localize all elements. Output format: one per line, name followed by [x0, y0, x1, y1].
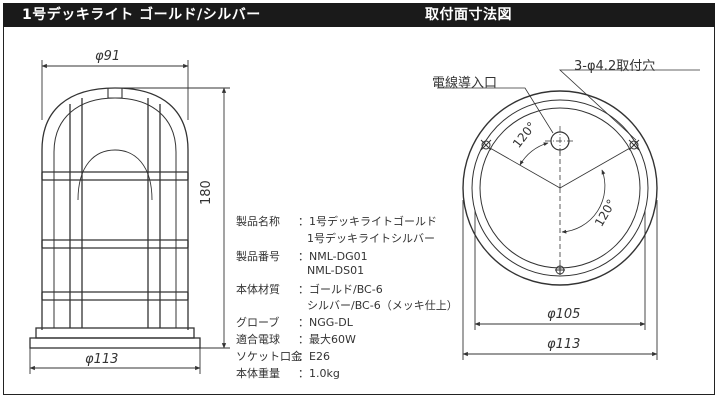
- base-lower: [29, 337, 201, 349]
- mounting-diagram-title: 取付面寸法図: [425, 7, 512, 23]
- mount-view: [437, 69, 700, 286]
- outer-diameter-label: φ113: [547, 337, 581, 352]
- spec-label-bulb: 適合電球: [236, 333, 280, 346]
- glass-globe: [53, 97, 177, 328]
- spec-value-weight: ：1.0kg: [298, 367, 340, 380]
- cage-ring: [41, 171, 189, 181]
- spec-value-name-2: 1号デッキライトシルバー: [307, 232, 435, 245]
- angle-arc: [561, 169, 606, 234]
- dim-height-label: 180: [199, 180, 214, 205]
- dim-top-diameter: [41, 60, 189, 120]
- top-cap: [107, 88, 123, 99]
- bulb-arc: [77, 149, 116, 201]
- leader-mount-holes: [558, 69, 700, 141]
- mount-hole: [628, 139, 640, 151]
- bulb-arc: [114, 149, 153, 201]
- dim-outer-diameter: [462, 200, 658, 360]
- spec-label-material: 本体材質: [236, 283, 280, 296]
- product-title: 1号デッキライト ゴールド/シルバー: [22, 7, 261, 23]
- center-line: [559, 147, 631, 189]
- leader-cable-inlet: [437, 87, 554, 134]
- angle-arc: [519, 142, 549, 166]
- center-line: [489, 147, 561, 189]
- dim-base-diameter: [29, 348, 201, 374]
- spec-value-name-1: ：1号デッキライトゴールド: [298, 215, 437, 228]
- mount-hole: [555, 265, 565, 275]
- dim-top-diameter-label: φ91: [95, 49, 121, 64]
- cage-ring: [41, 291, 189, 301]
- mount-holes-label: 3-φ4.2取付穴: [574, 59, 656, 74]
- cage-outer: [41, 87, 189, 330]
- spec-label-name: 製品名称: [236, 215, 280, 228]
- inner-diameter-label: φ105: [547, 307, 581, 322]
- spec-value-material-2: シルバー/BC-6（メッキ仕上）: [307, 299, 458, 312]
- spec-label-globe: グローブ: [236, 316, 280, 329]
- side-view: [29, 87, 201, 349]
- base-upper: [35, 327, 195, 339]
- dim-inner-diameter: [474, 210, 646, 330]
- rim-ring: [471, 99, 649, 277]
- mount-hole: [480, 139, 492, 151]
- spec-label-number: 製品番号: [236, 250, 280, 263]
- header-bar: [3, 3, 715, 27]
- spec-value-bulb: ：最大60W: [298, 333, 356, 346]
- spec-label-socket: ソケット口金: [236, 350, 302, 363]
- cage-ring: [41, 239, 189, 249]
- spec-label-weight: 本体重量: [236, 367, 280, 380]
- spec-value-socket: ：E26: [298, 350, 330, 363]
- spec-value-material-1: ：ゴールド/BC-6: [298, 283, 383, 296]
- spec-value-number-2: NML-DS01: [307, 264, 365, 277]
- spec-value-number-1: ：NML-DG01: [298, 250, 368, 263]
- spec-value-globe: ：NGG-DL: [298, 316, 353, 329]
- dim-height: [122, 87, 230, 349]
- dim-base-diameter-label: φ113: [85, 352, 119, 367]
- cable-inlet-label: 電線導入口: [432, 76, 498, 91]
- outer-rim: [462, 90, 658, 286]
